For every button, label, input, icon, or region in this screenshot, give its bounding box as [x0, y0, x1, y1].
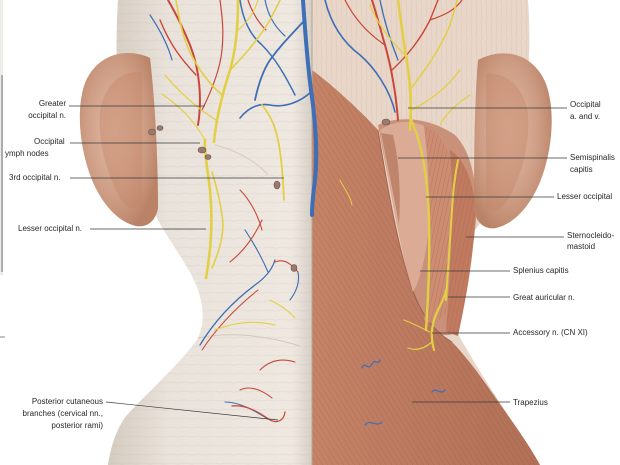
right-ear [474, 53, 552, 229]
label-occipital-a-and-v-line2: a. and v. [570, 112, 600, 121]
nerves [161, 0, 471, 352]
label-posterior-cutaneous-line1: Posterior cutaneous [32, 397, 103, 406]
occipital-lymph-nodes [148, 118, 391, 272]
label-lesser-occipital-n-left: Lesser occipital n. [18, 224, 82, 233]
label-greater-occipital-n-line2: occipital n. [28, 111, 66, 120]
label-sternocleidomastoid-line1: Sternocleido- [567, 231, 614, 240]
lesser-occipital-nerve-right [408, 114, 431, 332]
label-occipital-a-and-v-line1: Occipital [570, 100, 601, 109]
great-auricular-nerve [445, 159, 459, 301]
leader-line-posterior-cutaneous-branches [105, 401, 279, 421]
label-lesser-occipital-right: Lesser occipital [557, 192, 612, 201]
label-posterior-cutaneous-line3: posterior rami) [51, 421, 103, 430]
neck-skin-fold [197, 334, 301, 347]
left-ear [79, 53, 158, 227]
third-occipital-nerve [261, 104, 285, 201]
label-great-auricular-n: Great auricular n. [513, 293, 575, 302]
label-semispinalis-capitis-line1: Semispinalis [570, 153, 615, 162]
label-occipital-lymph-nodes-line2: ymph nodes [5, 149, 49, 158]
veins [149, 0, 446, 426]
label-sternocleidomastoid-line2: mastoid [567, 242, 595, 251]
accessory-nerve [430, 288, 448, 352]
label-splenius-capitis: Splenius capitis [513, 266, 569, 275]
labels: Greater occipital n. Occipital ymph node… [5, 99, 615, 430]
label-accessory-n: Accessory n. (CN XI) [513, 328, 588, 337]
label-trapezius: Trapezius [513, 398, 548, 407]
splenius-capitis-muscle [424, 126, 451, 323]
label-occipital-lymph-nodes-line1: Occipital [34, 137, 65, 146]
label-third-occipital-n: 3rd occipital n. [9, 173, 61, 182]
label-greater-occipital-n-line1: Greater [39, 99, 66, 108]
semispinalis-capitis-muscle [380, 121, 429, 293]
leader-lines [69, 105, 567, 421]
label-semispinalis-capitis-line2: capitis [570, 165, 593, 174]
label-posterior-cutaneous-line2: branches (cervical nn., [23, 409, 103, 418]
skin-fold-upper [214, 144, 269, 176]
